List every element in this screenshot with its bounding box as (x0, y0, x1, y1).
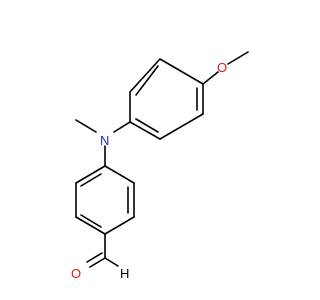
ring1-double-3 (135, 65, 159, 96)
nitrogen-label: N (100, 133, 109, 148)
bond-n-methyl (75, 119, 97, 133)
ring1-bond-6 (159, 58, 204, 85)
methoxy-group (202, 51, 249, 85)
bond-o-methyl (227, 51, 249, 65)
ring1-double-2 (135, 118, 159, 133)
ring2-bond-6 (75, 165, 106, 184)
ring2-double-2 (80, 214, 102, 228)
bond-ring1-n (113, 121, 131, 133)
bond-ring-o (202, 71, 219, 85)
aldehyde-group (86, 233, 119, 268)
bond-c-o-2 (86, 252, 103, 263)
bond-c-h (104, 257, 119, 267)
ring2-bond-1 (104, 165, 135, 184)
ring2-bond-3 (104, 216, 135, 235)
molecule-structure: O N O H (71, 51, 249, 281)
ring1-bond-3 (129, 121, 161, 140)
benzaldehyde-ring (75, 165, 135, 235)
ring2-double-3 (80, 173, 102, 187)
ring1-bond-2 (159, 113, 204, 140)
methoxy-oxygen-label: O (217, 60, 227, 75)
bond-c-o-1 (89, 257, 106, 268)
ring2-bond-4 (75, 216, 106, 235)
aldehyde-oxygen-label: O (71, 266, 81, 281)
methoxyphenyl-ring (129, 58, 204, 140)
n-methyl-amine (75, 119, 131, 167)
aldehyde-hydrogen-label: H (120, 266, 129, 281)
ring1-bond-5 (129, 58, 161, 93)
